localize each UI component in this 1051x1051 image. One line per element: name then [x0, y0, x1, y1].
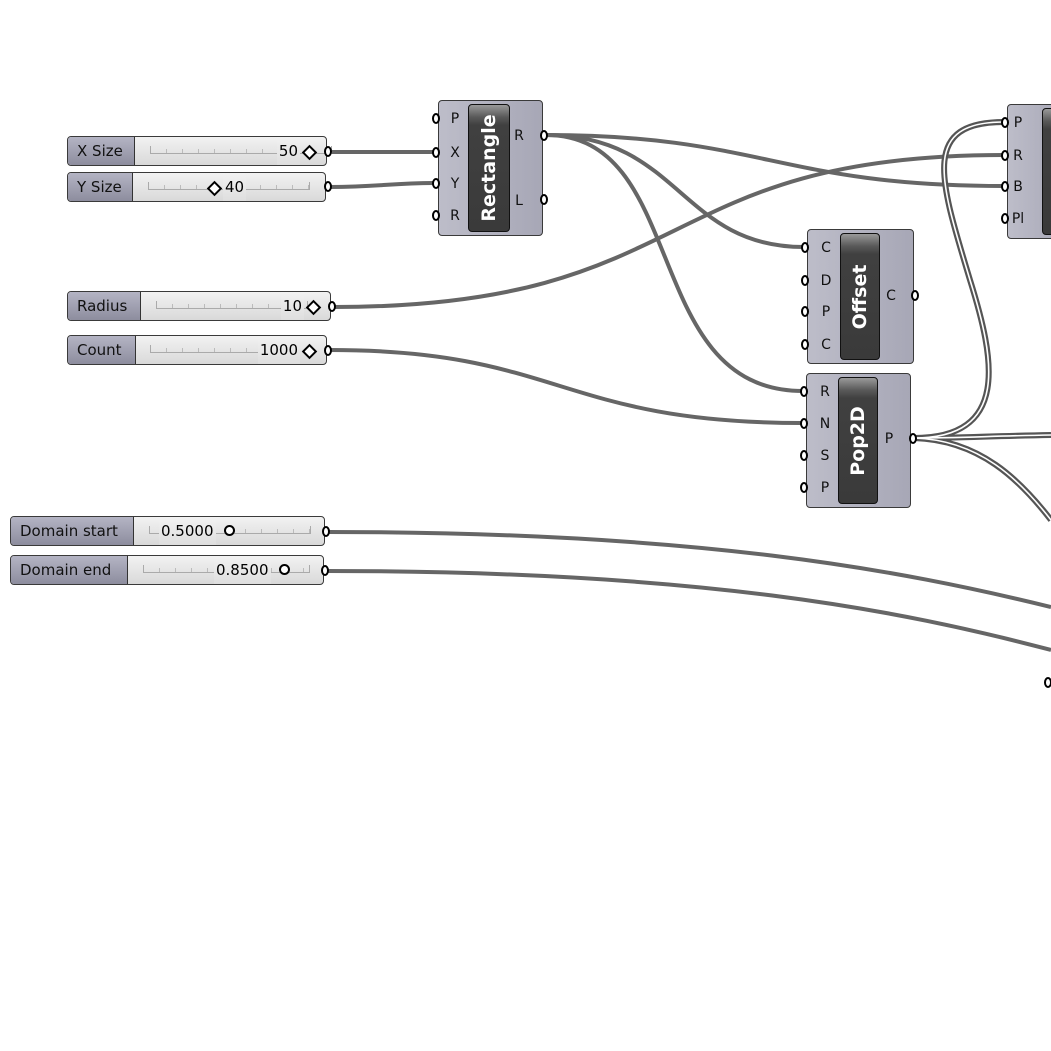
- input-label: B: [1013, 179, 1023, 195]
- input-label: Pl: [1011, 211, 1025, 227]
- input-label: R: [450, 208, 460, 224]
- input-label: X: [450, 145, 460, 161]
- output-port[interactable]: [328, 301, 336, 312]
- input-label: P: [450, 111, 460, 127]
- input-label: C: [821, 337, 831, 353]
- slider-label: Count: [68, 336, 136, 364]
- output-port[interactable]: [321, 565, 329, 576]
- component-partial[interactable]: P R B Pl: [1007, 104, 1051, 239]
- output-port[interactable]: [324, 181, 332, 192]
- input-port[interactable]: [1001, 181, 1009, 192]
- wire-rect-r-to-offset-c: [545, 133, 805, 249]
- list-wires: [913, 121, 1051, 521]
- component-name: Pop2D: [847, 405, 869, 476]
- slider-label: Radius: [68, 292, 141, 320]
- slider-value: 1000: [257, 336, 300, 364]
- wire-radius-to-r: [333, 153, 1005, 309]
- output-label: R: [514, 128, 524, 144]
- input-label: Y: [450, 176, 460, 192]
- input-port[interactable]: [1001, 150, 1009, 161]
- wire-count-to-pop2d-n: [329, 348, 804, 425]
- output-port[interactable]: [324, 345, 332, 356]
- input-port[interactable]: [432, 210, 440, 221]
- slider-knob[interactable]: [279, 564, 290, 575]
- wire-rect-r-to-pop2d-r: [545, 133, 804, 393]
- input-label: C: [821, 240, 831, 256]
- input-label: N: [819, 416, 831, 432]
- input-port[interactable]: [801, 242, 809, 253]
- output-label: C: [886, 288, 896, 304]
- input-port[interactable]: [1001, 117, 1009, 128]
- input-port[interactable]: [800, 418, 808, 429]
- input-port[interactable]: [800, 450, 808, 461]
- input-port[interactable]: [1044, 677, 1051, 688]
- slider-value: 40: [223, 173, 247, 201]
- slider-value: 10: [280, 292, 304, 320]
- slider-value: 0.5000: [159, 517, 216, 545]
- input-label: R: [820, 384, 830, 400]
- slider-count[interactable]: Count 1000: [67, 335, 327, 365]
- input-port[interactable]: [1001, 213, 1009, 224]
- output-port[interactable]: [911, 290, 919, 301]
- slider-label: Y Size: [68, 173, 133, 201]
- input-label: R: [1013, 148, 1023, 164]
- input-label: P: [1013, 115, 1023, 131]
- slider-domain-start[interactable]: Domain start 0.5000: [10, 516, 325, 546]
- input-port[interactable]: [800, 386, 808, 397]
- output-port[interactable]: [324, 146, 332, 157]
- input-label: P: [821, 304, 831, 320]
- output-label: P: [884, 431, 894, 447]
- wire-domain-end: [326, 569, 1051, 652]
- output-port[interactable]: [540, 130, 548, 141]
- slider-y-size[interactable]: Y Size 40: [67, 172, 326, 202]
- input-label: P: [820, 480, 830, 496]
- slider-domain-end[interactable]: Domain end 0.8500: [10, 555, 324, 585]
- component-name: Rectangle: [478, 114, 500, 222]
- component-name: Offset: [849, 264, 871, 329]
- slider-label: Domain end: [11, 556, 128, 584]
- slider-value: 0.8500: [214, 556, 271, 584]
- input-port[interactable]: [801, 275, 809, 286]
- output-port[interactable]: [540, 194, 548, 205]
- slider-value: 50: [276, 137, 300, 165]
- wire-ysize-rect-y: [329, 181, 435, 189]
- wire-domain-start: [327, 530, 1051, 609]
- slider-label: X Size: [68, 137, 135, 165]
- input-port[interactable]: [432, 147, 440, 158]
- input-port[interactable]: [800, 482, 808, 493]
- input-label: D: [820, 273, 832, 289]
- wire-rect-r-to-b: [545, 133, 1005, 188]
- slider-x-size[interactable]: X Size 50: [67, 136, 332, 166]
- slider-label: Domain start: [11, 517, 134, 545]
- component-pop2d[interactable]: Pop2D R N S P P: [806, 373, 911, 508]
- input-label: S: [820, 448, 830, 464]
- slider-radius[interactable]: Radius 10: [67, 291, 331, 321]
- slider-knob[interactable]: [224, 525, 235, 536]
- input-port[interactable]: [432, 178, 440, 189]
- output-label: L: [515, 193, 523, 209]
- output-port[interactable]: [322, 526, 330, 537]
- input-port[interactable]: [432, 113, 440, 124]
- slider-knob[interactable]: [301, 343, 318, 360]
- component-offset[interactable]: Offset C D P C C: [807, 229, 914, 364]
- input-port[interactable]: [801, 306, 809, 317]
- slider-knob[interactable]: [305, 299, 322, 316]
- component-rectangle[interactable]: Rectangle P X Y R R L: [438, 100, 543, 236]
- output-port[interactable]: [909, 433, 917, 444]
- input-port[interactable]: [801, 339, 809, 350]
